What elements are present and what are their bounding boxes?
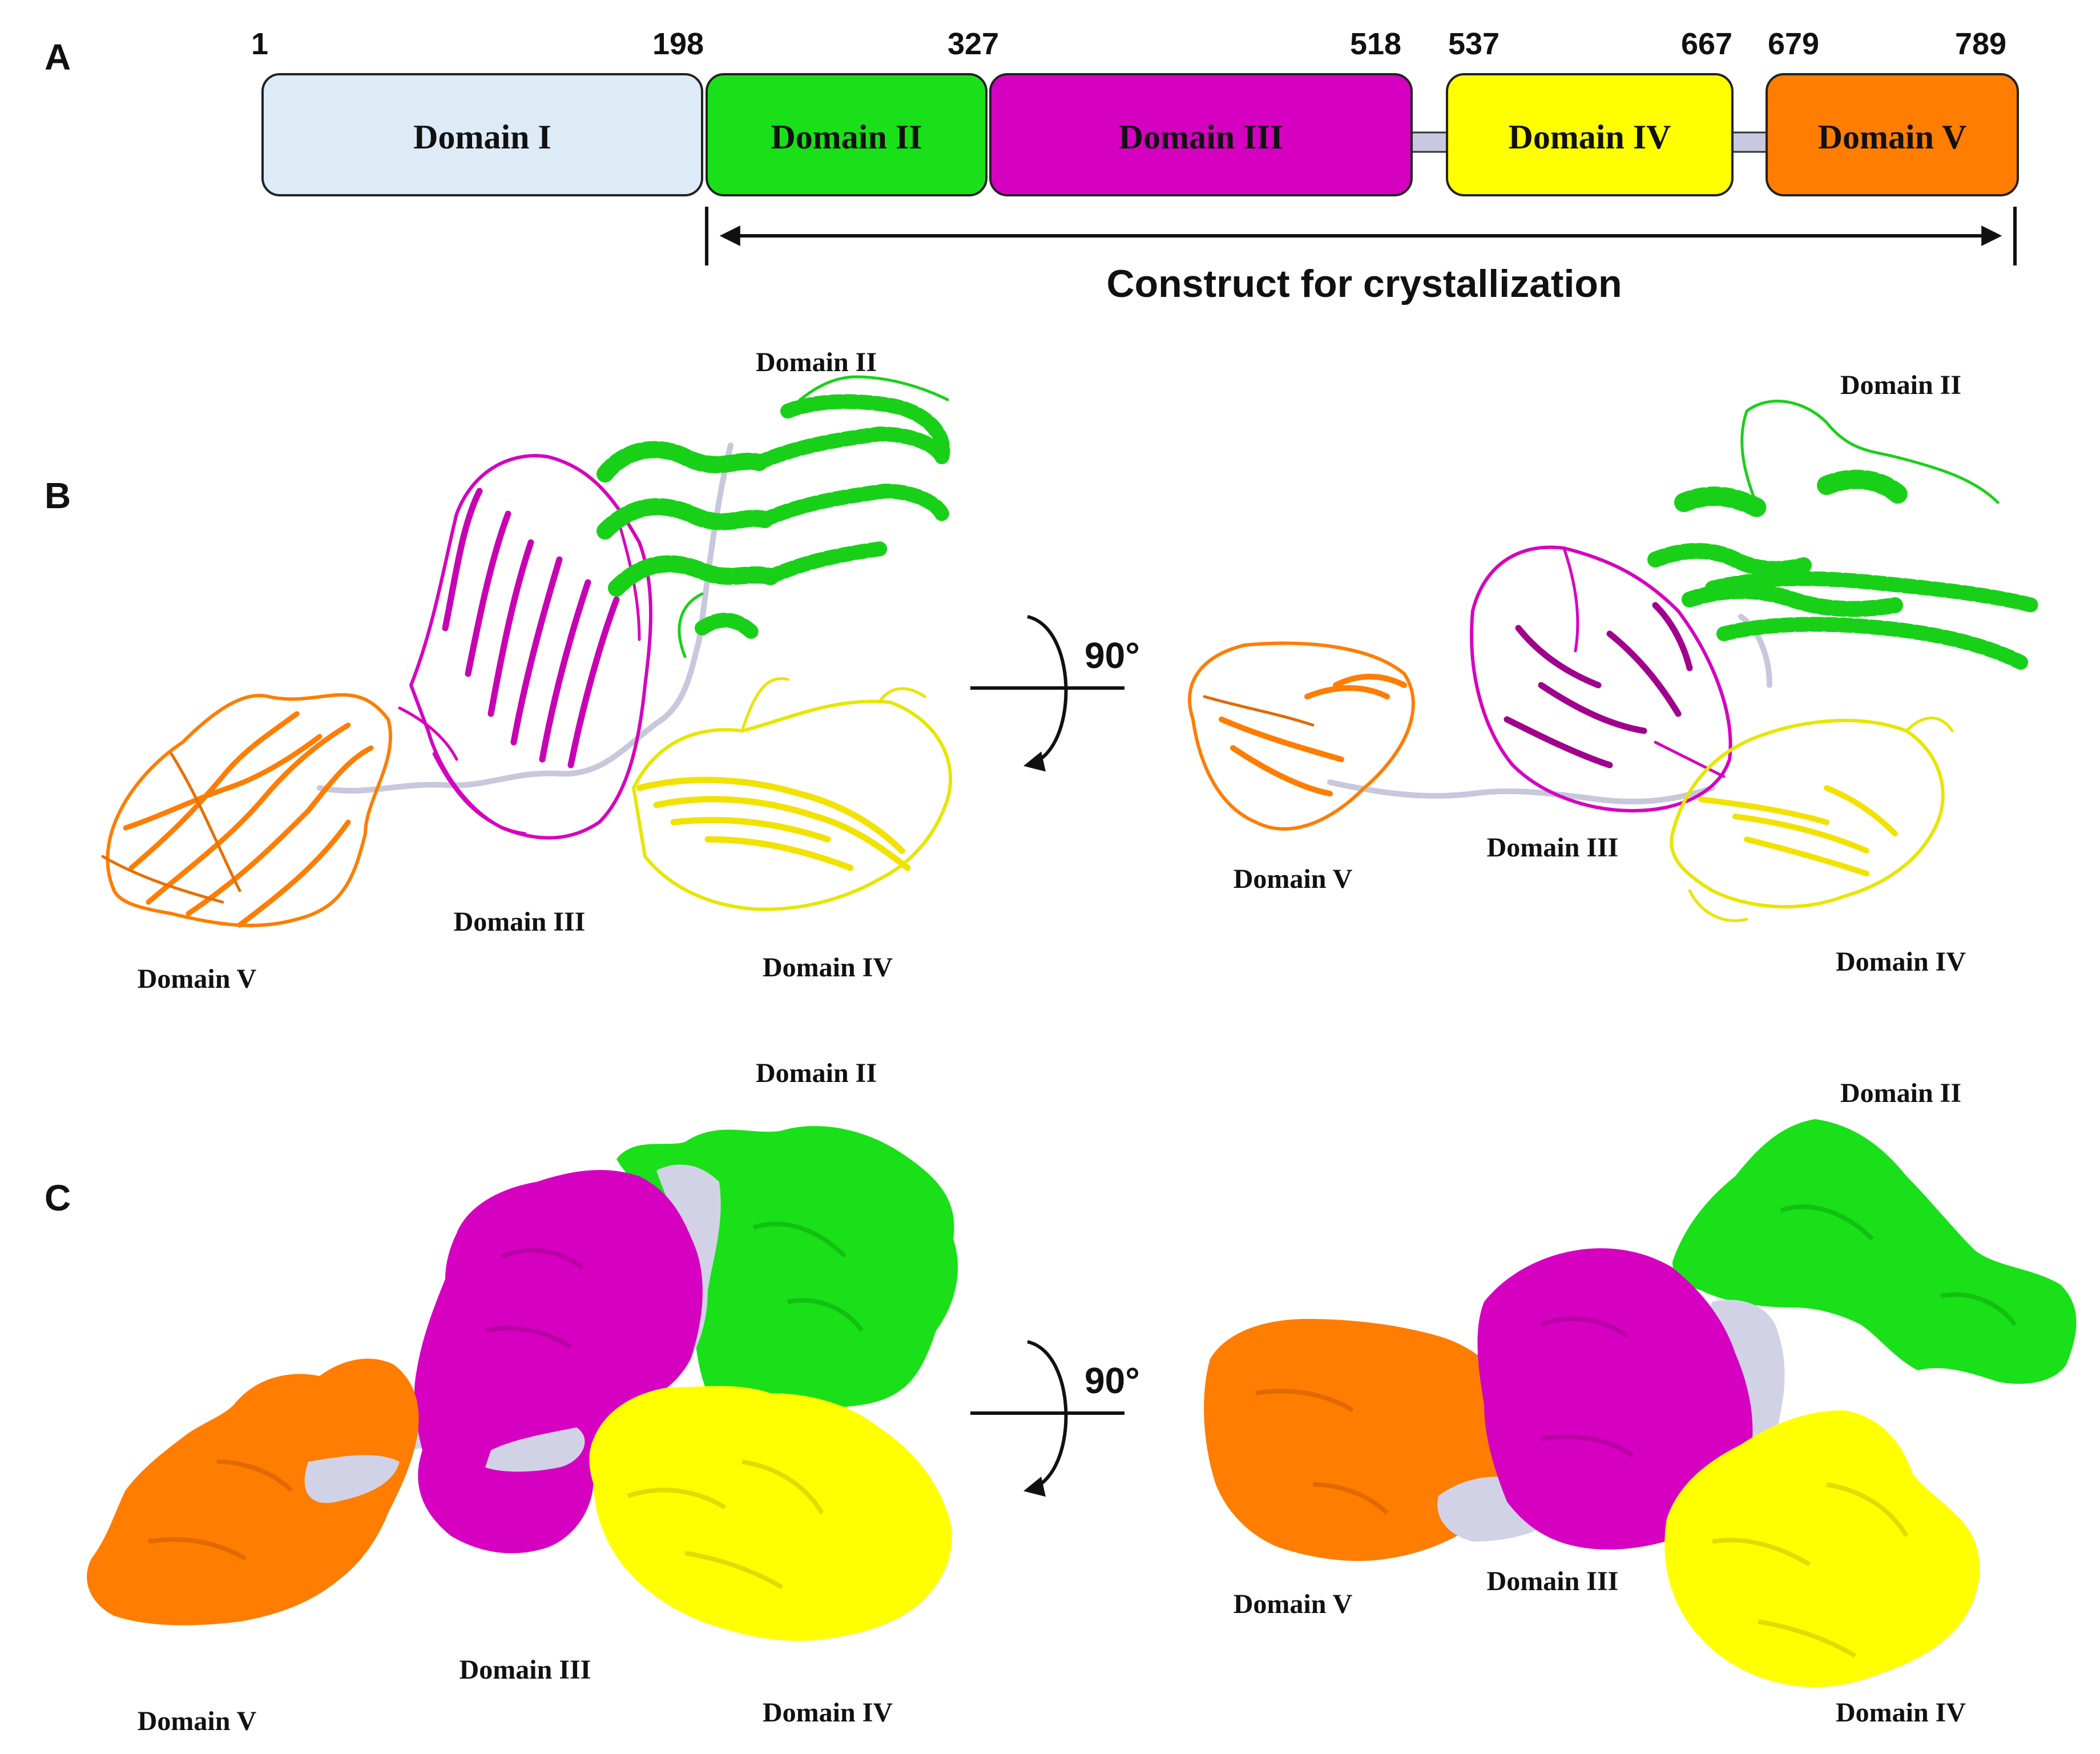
c-right-label-domain-ii: Domain II — [1840, 1078, 1961, 1108]
b-right-label-domain-v: Domain V — [1234, 864, 1353, 894]
position-667: 667 — [1681, 27, 1732, 61]
domain-box-ii-label: Domain II — [771, 118, 922, 156]
domain-box-ii: Domain II — [706, 73, 987, 196]
domain-box-v-label: Domain V — [1818, 118, 1967, 156]
panel-letter-a: A — [45, 37, 71, 78]
c-right-label-domain-iii: Domain III — [1487, 1566, 1619, 1596]
construct-bracket — [705, 207, 2017, 265]
c-right-label-domain-v: Domain V — [1234, 1589, 1353, 1619]
domain-box-iii: Domain III — [989, 73, 1413, 196]
b-left-label-domain-v: Domain V — [138, 964, 257, 994]
rotation-arrow-b: 90° — [970, 615, 1140, 772]
position-327: 327 — [948, 27, 999, 61]
position-518: 518 — [1350, 27, 1401, 61]
panel-letter-c: C — [45, 1177, 71, 1218]
c-left-label-domain-iii: Domain III — [459, 1655, 591, 1685]
domain-box-iv-label: Domain IV — [1508, 118, 1671, 156]
position-1: 1 — [251, 27, 268, 61]
panel-letter-b: B — [45, 475, 71, 516]
b-left-label-domain-iv: Domain IV — [763, 952, 893, 983]
domain-box-v: Domain V — [1766, 73, 2019, 196]
b-right-label-domain-iv: Domain IV — [1836, 947, 1966, 977]
surface-view-right — [1204, 1119, 2077, 1687]
rotation-arrow-c: 90° — [970, 1340, 1140, 1497]
domain-box-iv: Domain IV — [1446, 73, 1734, 196]
surface-view-left — [87, 1126, 958, 1641]
position-789: 789 — [1955, 27, 2006, 61]
c-right-label-domain-iv: Domain IV — [1836, 1697, 1966, 1728]
rotation-label-b: 90° — [1085, 635, 1140, 676]
b-right-label-domain-ii: Domain II — [1840, 370, 1961, 400]
rotation-label-c: 90° — [1085, 1360, 1140, 1401]
c-left-label-domain-v: Domain V — [138, 1706, 257, 1736]
c-left-label-domain-ii: Domain II — [756, 1058, 877, 1088]
b-left-label-domain-iii: Domain III — [454, 907, 586, 937]
position-198: 198 — [652, 27, 704, 61]
b-left-label-domain-ii: Domain II — [756, 347, 877, 377]
construct-label: Construct for crystallization — [1106, 262, 1622, 305]
ribbon-view-right — [1188, 400, 2039, 923]
domain-box-i-label: Domain I — [413, 118, 551, 156]
linker-iv-v — [1731, 131, 1768, 153]
ribbon-view-left — [101, 375, 953, 928]
b-right-label-domain-iii: Domain III — [1487, 832, 1619, 863]
domain-box-iii-label: Domain III — [1119, 118, 1283, 156]
position-679: 679 — [1768, 27, 1819, 61]
domain-box-i: Domain I — [261, 73, 703, 196]
linker-iii-iv — [1409, 131, 1448, 153]
position-537: 537 — [1448, 27, 1500, 61]
c-left-label-domain-iv: Domain IV — [763, 1697, 893, 1728]
